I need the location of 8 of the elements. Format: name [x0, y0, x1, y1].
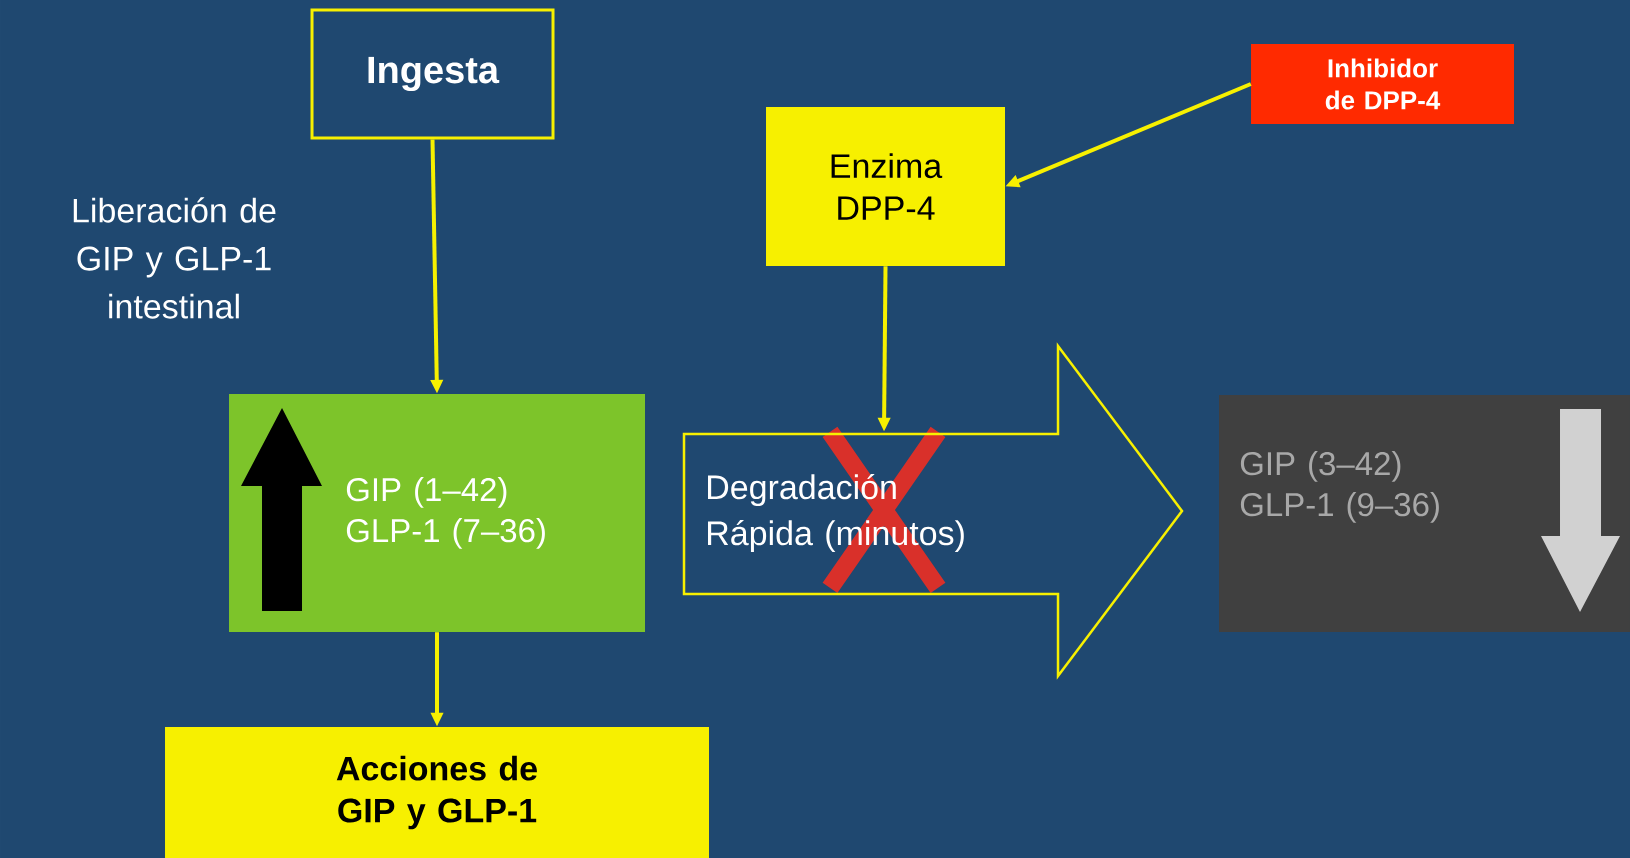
intake-box: Ingesta [310, 8, 555, 140]
block-arrow [682, 342, 1184, 680]
actions-box: Acciones de GIP y GLP-1 [165, 727, 709, 858]
inhibitor-box: Inhibidor de DPP-4 [1251, 44, 1514, 124]
caption-text: Liberación de GIP y GLP-1 intestinal [73, 197, 276, 319]
enzyme-box: Enzima DPP-4 [766, 107, 1005, 266]
hormone-box: GIP (1–42) GLP-1 (7–36) [229, 394, 645, 632]
inactive-hormone-box: GIP (3–42) GLP-1 (9–36) [1219, 395, 1630, 632]
